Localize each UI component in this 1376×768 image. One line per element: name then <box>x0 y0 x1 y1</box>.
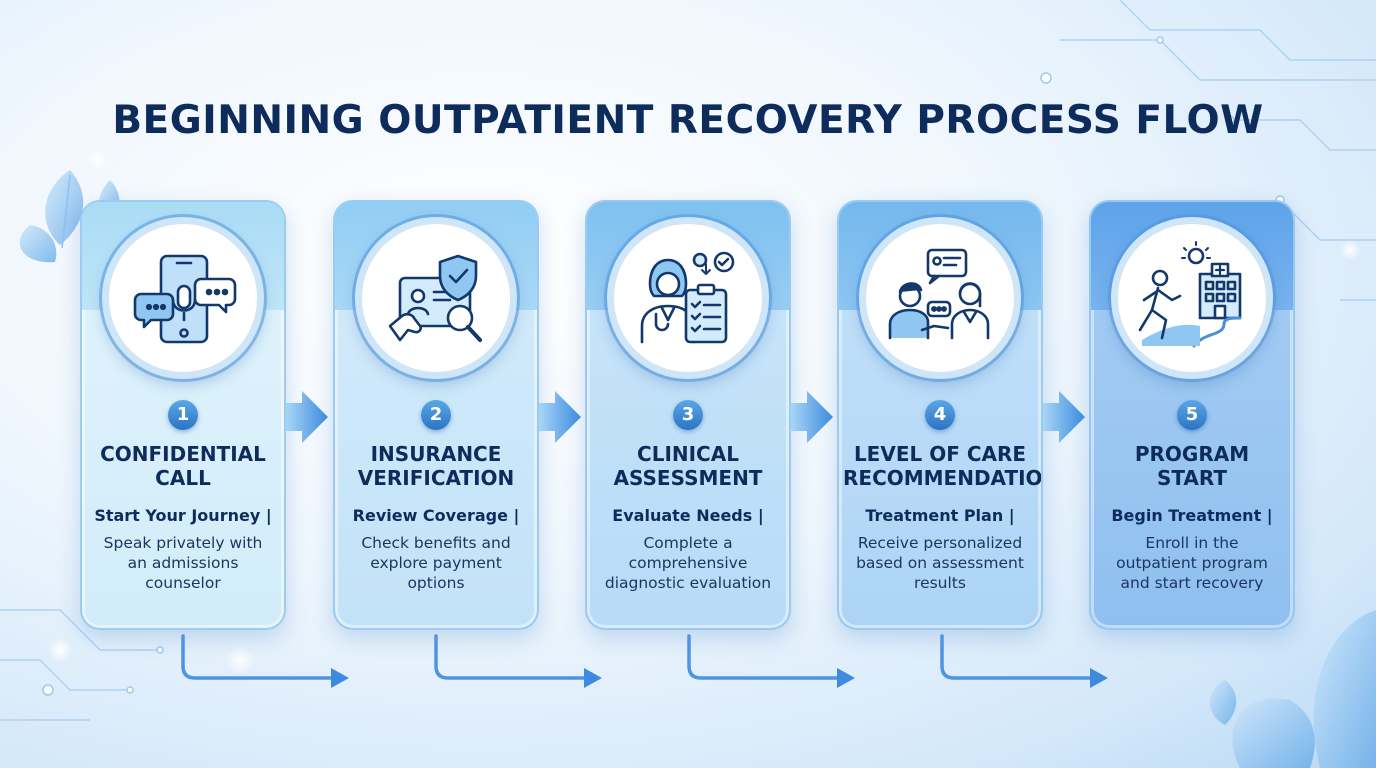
walking-to-hospital-icon <box>1138 241 1242 348</box>
step-subtitle: Evaluate Needs | <box>612 506 764 525</box>
arrowhead-icon <box>584 668 602 688</box>
step-title: CLINICAL ASSESSMENT <box>613 442 763 490</box>
step-number-badge: 1 <box>168 400 198 430</box>
arrow-right-icon <box>791 391 833 443</box>
step-subtitle: Review Coverage | <box>352 506 520 525</box>
arrow-right-icon <box>539 391 581 443</box>
step-icon-circle-5 <box>1111 217 1273 379</box>
step-description: Complete a comprehensive diagnostic eval… <box>604 534 772 592</box>
step-description: Enroll in the outpatient program and sta… <box>1116 534 1268 592</box>
step-subtitle: Begin Treatment | <box>1111 506 1273 525</box>
step-card-1: 1 CONFIDENTIAL CALL Start Your Journey |… <box>80 200 286 630</box>
arrowhead-icon <box>837 668 855 688</box>
leaf-decoration-bottom-right <box>1210 610 1376 768</box>
phone-chat-icon <box>133 254 237 344</box>
step-card-2: 2 INSURANCE VERIFICATION Review Coverage… <box>333 200 539 630</box>
step-icon-circle-4 <box>859 217 1021 379</box>
step-icon-circle-1 <box>102 217 264 379</box>
step-number-badge: 5 <box>1177 400 1207 430</box>
step-card-5: 5 PROGRAM START Begin Treatment | Enroll… <box>1089 200 1295 630</box>
step-icon-circle-2 <box>355 217 517 379</box>
arrow-right-icon <box>1043 391 1085 443</box>
step-title: PROGRAM START <box>1134 442 1250 490</box>
elbow-connector <box>687 634 839 680</box>
page-title: BEGINNING OUTPATIENT RECOVERY PROCESS FL… <box>112 98 1264 143</box>
step-description: Check benefits and explore payment optio… <box>361 534 511 592</box>
step-number-badge: 2 <box>421 400 451 430</box>
elbow-connector <box>434 634 586 680</box>
step-number-badge: 3 <box>673 400 703 430</box>
step-title: CONFIDENTIAL CALL <box>100 442 266 490</box>
step-description: Receive personalized based on assessment… <box>856 534 1024 592</box>
step-card-4: 4 LEVEL OF CARE RECOMMENDATION Treatment… <box>837 200 1043 630</box>
elbow-connector <box>181 634 333 680</box>
arrowhead-icon <box>1090 668 1108 688</box>
arrow-right-icon <box>286 391 328 443</box>
step-subtitle: Treatment Plan | <box>865 506 1015 525</box>
arrowhead-icon <box>331 668 349 688</box>
consultation-icon <box>888 248 990 340</box>
doctor-clipboard-icon <box>640 251 735 344</box>
insurance-card-shield-icon <box>388 254 482 342</box>
step-title: INSURANCE VERIFICATION <box>357 442 515 490</box>
step-number-badge: 4 <box>925 400 955 430</box>
step-subtitle: Start Your Journey | <box>94 506 272 525</box>
step-icon-circle-3 <box>607 217 769 379</box>
step-title: LEVEL OF CARE RECOMMENDATION <box>843 442 1043 490</box>
step-description: Speak privately with an admissions couns… <box>103 534 263 592</box>
elbow-connector <box>940 634 1092 680</box>
step-card-3: 3 CLINICAL ASSESSMENT Evaluate Needs | C… <box>585 200 791 630</box>
